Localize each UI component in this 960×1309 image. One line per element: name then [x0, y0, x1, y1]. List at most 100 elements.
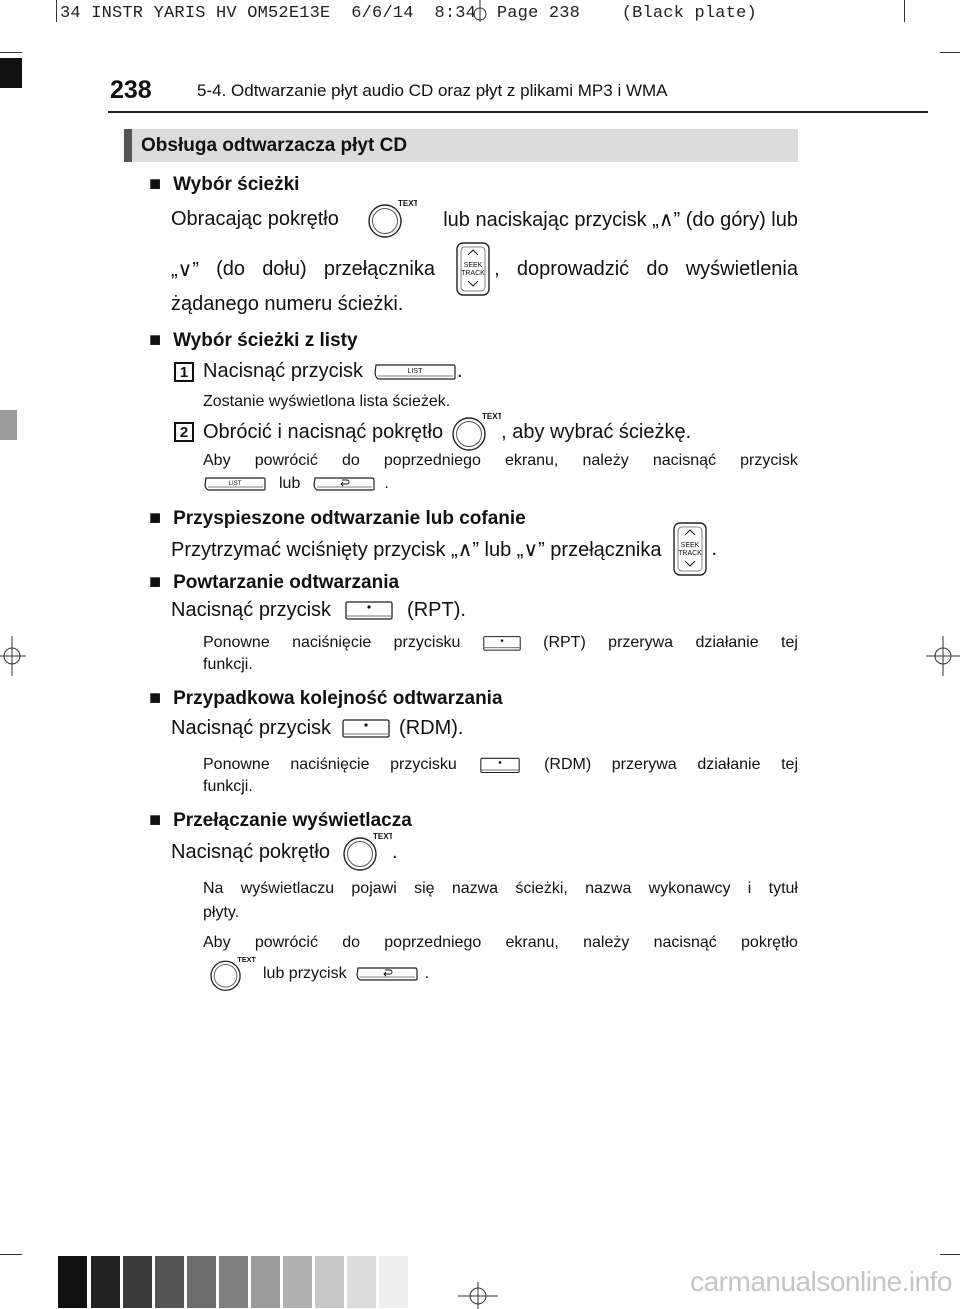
heading-track-list: ■ Wybór ścieżki z listy [149, 329, 358, 352]
heading-display: ■Przełączanie wyświetlacza [149, 809, 412, 832]
crop-mark [56, 0, 57, 22]
text: Ponowne [203, 634, 270, 651]
text: pokrętło [741, 934, 798, 951]
heading-text: Przyspieszone odtwarzanie lub cofanie [173, 508, 526, 529]
crop-mark [0, 52, 22, 53]
text: przycisku [393, 634, 461, 651]
text: działanie [695, 634, 759, 651]
crop-mark [940, 52, 960, 53]
calibration-swatch [155, 1256, 184, 1308]
step2-note-line1: Aby powrócić do poprzedniego ekranu, nal… [203, 452, 798, 470]
text: tej [781, 634, 798, 651]
text: do [341, 452, 360, 469]
text: Obracając pokrętło [171, 207, 339, 230]
text: należy [583, 934, 630, 951]
text: powrócić [254, 934, 318, 951]
preset-button-icon [339, 716, 393, 740]
heading-text: Wybór ścieżki [173, 174, 300, 195]
bullet-square-icon: ■ [149, 507, 162, 529]
text: „∨” [171, 258, 199, 281]
text: (do [216, 257, 246, 280]
text: dołu) [262, 257, 307, 280]
seek-track-switch-icon: SEEK TRACK [673, 522, 708, 576]
text: Obrócić i nacisnąć pokrętło [203, 420, 444, 443]
display-note2-line1: Aby powrócić do poprzedniego ekranu, nal… [203, 934, 798, 952]
random-line: Nacisnąć przycisk (RDM). [171, 716, 463, 740]
random-note-line2: funkcji. [203, 778, 253, 795]
text: przycisk [740, 452, 798, 469]
text: (RPT). [407, 598, 466, 621]
text: wykonawcy [648, 880, 731, 897]
text: (RPT) [543, 634, 586, 651]
display-note2-line2: lub przycisk . [205, 954, 429, 994]
step-number: 1 [174, 362, 194, 382]
text: do [342, 934, 361, 951]
print-slug: 34 INSTR YARIS HV OM52E13E 6/6/14 8:34 P… [60, 4, 757, 23]
list-button-icon: LIST [374, 363, 456, 380]
text: , [494, 257, 500, 280]
step1-note: Zostanie wyświetlona lista ścieżek. [203, 393, 451, 410]
bullet-square-icon: ■ [149, 809, 162, 831]
bullet-square-icon: ■ [149, 173, 162, 195]
section-bar [124, 129, 798, 162]
text-knob-icon [340, 830, 392, 874]
watermark: carmanualsonline.info [690, 1266, 952, 1297]
text: naciśnięcie [292, 634, 372, 651]
text: (RDM). [399, 716, 464, 739]
text: lub przycisk [263, 965, 347, 982]
track-select-line2: „∨” (do dołu) przełącznika SEEK TRACK , … [171, 241, 798, 297]
heading-fast-forward: ■ Przyspieszone odtwarzanie lub cofanie [149, 507, 526, 530]
preset-button-icon [483, 633, 521, 653]
heading-text: Powtarzanie odtwarzania [173, 572, 400, 593]
track-select-line3: żądanego numeru ścieżki. [171, 293, 404, 315]
text: pojawi [351, 880, 397, 897]
repeat-note-line2: funkcji. [203, 656, 253, 673]
text: nacisnąć [653, 934, 717, 951]
bullet-square-icon: ■ [149, 571, 162, 593]
text: lub [279, 475, 301, 492]
text: ekranu, [505, 934, 559, 951]
track-select-line1: Obracając pokrętło lub naciskając przyci… [171, 197, 798, 241]
calibration-swatch [91, 1256, 120, 1308]
crop-mark [940, 1254, 960, 1255]
heading-random: ■ Przypadkowa kolejność odtwarzania [149, 687, 503, 710]
text: Aby [203, 452, 231, 469]
calibration-swatch [251, 1256, 280, 1308]
text: poprzedniego [383, 452, 481, 469]
registration-mark-icon [926, 636, 960, 676]
heading-text: Przypadkowa kolejność odtwarzania [173, 688, 503, 709]
crop-mark [0, 1254, 22, 1255]
running-head: 5-4. Odtwarzanie płyt audio CD oraz płyt… [197, 81, 668, 100]
text: tej [781, 756, 798, 773]
heading-text: Wybór ścieżki z listy [173, 330, 358, 351]
random-note-line1: Ponowne naciśnięcie przycisku (RDM) prze… [203, 755, 798, 775]
text: się [414, 880, 435, 897]
list-label: LIST [229, 481, 242, 487]
track-label: TRACK [461, 270, 485, 277]
step1-line: Nacisnąć przycisk LIST . [203, 360, 463, 383]
text: lub naciskając przycisk „∧” (do góry) lu… [443, 208, 798, 231]
text: (RDM) [544, 756, 592, 773]
text: Nacisnąć przycisk [203, 360, 364, 382]
calibration-swatch [187, 1256, 216, 1308]
text: , aby wybrać ścieżkę. [501, 420, 692, 443]
text: . [391, 840, 398, 863]
heading-repeat: ■ Powtarzanie odtwarzania [149, 571, 399, 594]
text-knob-icon [449, 410, 501, 454]
preset-button-icon [477, 755, 523, 775]
text: przycisku [390, 756, 457, 773]
display-note1-line2: płyty. [203, 904, 240, 921]
text: Ponowne [203, 756, 270, 773]
track-label: TRACK [679, 550, 703, 557]
seek-label: SEEK [681, 542, 700, 549]
text: tytuł [768, 880, 798, 897]
bullet-square-icon: ■ [149, 687, 162, 709]
text: . [711, 537, 718, 560]
list-button-icon: LIST [204, 477, 266, 491]
text: i [747, 880, 752, 897]
bullet-square-icon: ■ [149, 329, 162, 351]
step-number: 2 [174, 422, 194, 442]
text: nazwa [585, 880, 632, 897]
registration-mark-icon [458, 1282, 498, 1309]
calibration-swatch [58, 1256, 87, 1308]
